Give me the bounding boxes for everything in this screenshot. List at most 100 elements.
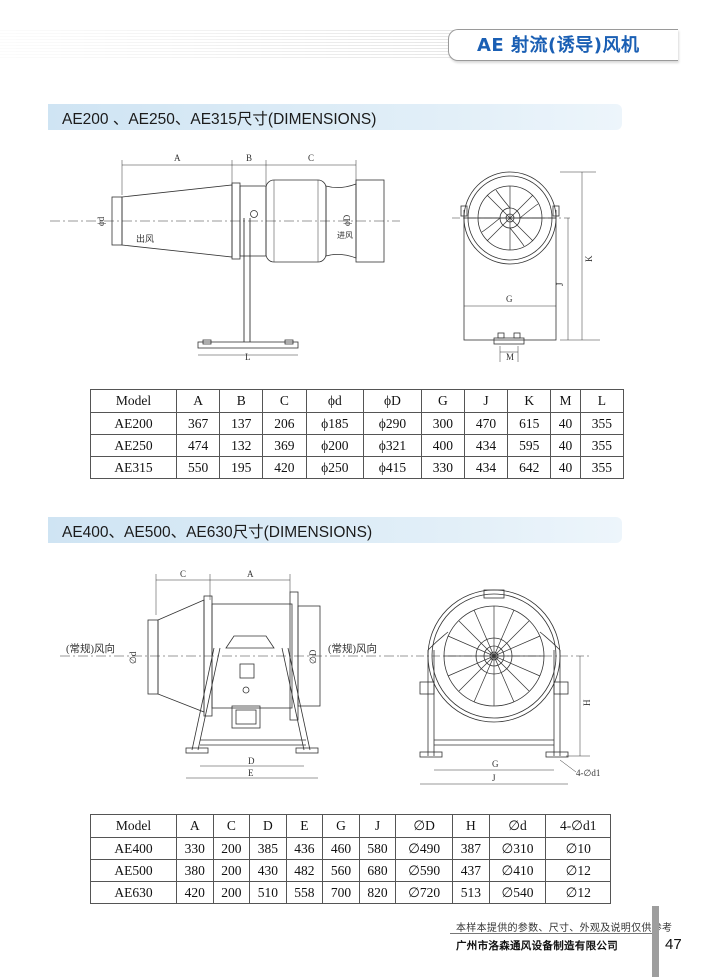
page-edge-tab: [652, 906, 659, 977]
table-header-cell: D: [249, 814, 287, 838]
dim-l-label: L: [245, 352, 251, 362]
table-row: AE200 367 137 206 ϕ185 ϕ290 300 470 615 …: [90, 412, 625, 435]
table-header-cell: ϕD: [363, 389, 422, 413]
table-row: AE630 420 200 510 558 700 820 ∅720 513 ∅…: [90, 881, 611, 904]
table-cell: 558: [285, 881, 324, 904]
table-cell: ∅10: [545, 837, 611, 860]
table-cell: ∅410: [488, 859, 547, 882]
table-cell: ∅590: [395, 859, 454, 882]
dim-g-label: G: [506, 294, 513, 304]
table-cell: 436: [285, 837, 324, 860]
table-header-cell: A: [175, 389, 221, 413]
dim-k-label: K: [584, 255, 594, 262]
table-cell: ∅310: [488, 837, 547, 860]
table-cell: 550: [175, 456, 221, 479]
table-header-cell: ϕd: [305, 389, 365, 413]
dimension-table-1: Model A B C ϕd ϕD G J K M L AE200 367 13…: [90, 389, 625, 479]
table-cell: ∅720: [395, 881, 454, 904]
table-cell: ∅12: [545, 881, 611, 904]
section2-title-bar: AE400、AE500、AE630尺寸(DIMENSIONS): [48, 517, 622, 543]
table-cell: 40: [550, 412, 581, 435]
table-cell: 580: [358, 837, 397, 860]
dim2-c-label: C: [180, 569, 186, 579]
table-header-cell: Model: [90, 814, 177, 838]
table-cell: 642: [507, 456, 552, 479]
dim-d-label: ϕd: [96, 216, 106, 226]
table-cell: 460: [322, 837, 360, 860]
table-cell: 820: [358, 881, 397, 904]
table-row: AE250 474 132 369 ϕ200 ϕ321 400 434 595 …: [90, 434, 625, 457]
table-cell: 437: [452, 859, 490, 882]
table-header-cell: J: [463, 389, 509, 413]
dim2-holes-label: 4-∅d1: [576, 768, 600, 778]
table-cell: 400: [420, 434, 465, 457]
table-cell: 195: [219, 456, 264, 479]
dim-c-label: C: [308, 153, 314, 163]
table-cell: 510: [249, 881, 287, 904]
table-header-cell: L: [579, 389, 625, 413]
dim2-j-label: J: [492, 773, 496, 783]
table-header-cell: J: [358, 814, 397, 838]
section1-title-bar: AE200 、AE250、AE315尺寸(DIMENSIONS): [48, 104, 622, 130]
table-cell: 387: [452, 837, 490, 860]
dimension-table-2: Model A C D E G J ∅D H ∅d 4-∅d1 AE400 33…: [90, 814, 611, 904]
table-header-cell: M: [550, 389, 581, 413]
table-header-cell: ∅d: [488, 814, 547, 838]
table-cell: 200: [212, 837, 251, 860]
table-row: AE400 330 200 385 436 460 580 ∅490 387 ∅…: [90, 837, 611, 860]
table-cell: ∅490: [395, 837, 454, 860]
table-header-cell: ∅D: [395, 814, 454, 838]
drawing2-side-view: C A D E (常规)风向 (常规)风向 ∅d ∅D: [60, 569, 400, 779]
table-cell: 474: [175, 434, 221, 457]
dim-j-label: J: [555, 282, 565, 286]
dim-b-label: B: [246, 153, 252, 163]
table-cell: 40: [550, 434, 581, 457]
table-cell: 470: [463, 412, 509, 435]
table-cell: 430: [249, 859, 287, 882]
footer-divider: [450, 933, 653, 934]
table-header-cell: 4-∅d1: [545, 814, 611, 838]
table-cell: 137: [219, 412, 264, 435]
wind-direction-right: (常规)风向: [328, 642, 377, 655]
table-row: AE500 380 200 430 482 560 680 ∅590 437 ∅…: [90, 859, 611, 882]
table-cell: 300: [420, 412, 465, 435]
table-cell: 595: [507, 434, 552, 457]
table-cell: 132: [219, 434, 264, 457]
inlet-label: 进风: [337, 231, 353, 240]
table-cell: AE500: [90, 859, 177, 882]
table-cell: ϕ415: [363, 456, 422, 479]
table-cell: 680: [358, 859, 397, 882]
dim-m-label: M: [506, 352, 514, 362]
table-header-cell: C: [212, 814, 251, 838]
table-cell: 330: [176, 837, 214, 860]
table-cell: AE315: [90, 456, 177, 479]
section2-title: AE400、AE500、AE630尺寸(DIMENSIONS): [62, 524, 373, 541]
table-header-cell: A: [176, 814, 214, 838]
dim2-a-label: A: [247, 569, 254, 579]
dim2-bigd-bottom-label: D: [248, 756, 255, 766]
table-header-cell: G: [322, 814, 360, 838]
drawing1-front-view: G J K M: [452, 171, 600, 362]
header-stripes: [0, 30, 470, 58]
dim2-d-label: ∅d: [128, 651, 138, 664]
table-cell: 380: [176, 859, 214, 882]
table-header-cell: G: [420, 389, 465, 413]
table-cell: 355: [579, 456, 625, 479]
drawing2-front-view: G J H 4-∅d1: [400, 589, 600, 785]
drawing1-side-view: A B C ϕd ϕD 出风 进风 L: [50, 153, 400, 362]
table-cell: 560: [322, 859, 360, 882]
table-header-cell: K: [507, 389, 552, 413]
dim-a-label: A: [174, 153, 181, 163]
footer-company-name: 广州市洛森通风设备制造有限公司: [456, 940, 618, 952]
table-cell: 40: [550, 456, 581, 479]
table-header-cell: H: [452, 814, 490, 838]
table-header-row: Model A C D E G J ∅D H ∅d 4-∅d1: [90, 814, 611, 838]
table-cell: 434: [463, 434, 509, 457]
section1-title: AE200 、AE250、AE315尺寸(DIMENSIONS): [62, 111, 377, 128]
table-cell: 355: [579, 412, 625, 435]
table-cell: 434: [463, 456, 509, 479]
table-header-cell: Model: [90, 389, 177, 413]
table-cell: ∅12: [545, 859, 611, 882]
table-row: AE315 550 195 420 ϕ250 ϕ415 330 434 642 …: [90, 456, 625, 479]
